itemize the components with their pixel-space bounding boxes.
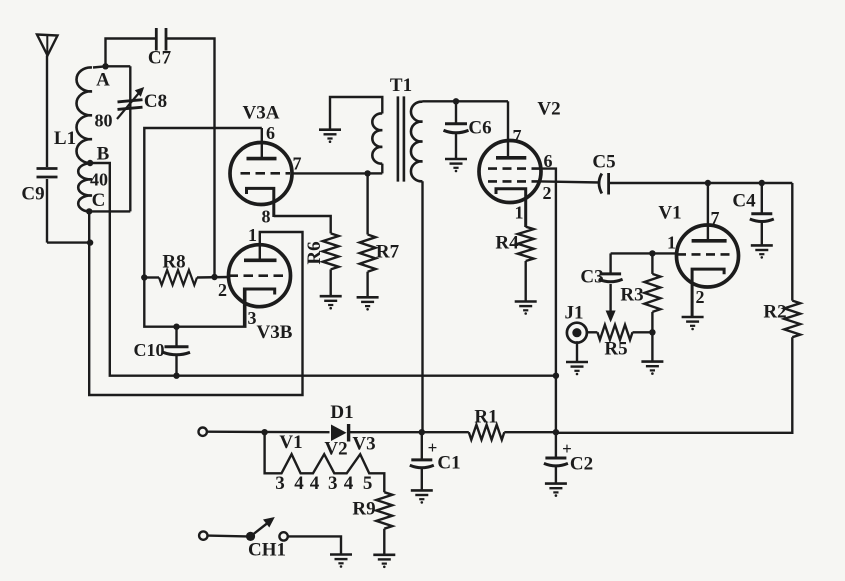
svg-text:V3A: V3A: [243, 103, 280, 124]
svg-text:3: 3: [328, 473, 338, 494]
svg-text:L1: L1: [54, 128, 76, 149]
svg-text:C6: C6: [468, 118, 491, 139]
svg-text:R5: R5: [604, 339, 627, 360]
svg-text:R9: R9: [352, 499, 375, 520]
svg-text:6: 6: [544, 151, 553, 171]
svg-text:2: 2: [218, 280, 227, 300]
svg-text:V2: V2: [324, 439, 347, 460]
svg-text:V3: V3: [352, 434, 375, 455]
svg-text:6: 6: [266, 123, 275, 143]
svg-text:+: +: [428, 438, 438, 457]
svg-text:4: 4: [294, 473, 304, 494]
svg-text:R4: R4: [495, 233, 519, 254]
svg-text:C3: C3: [580, 267, 603, 288]
svg-text:5: 5: [363, 473, 373, 494]
svg-text:A: A: [96, 70, 110, 91]
svg-text:B: B: [97, 144, 110, 165]
svg-text:2: 2: [543, 183, 552, 203]
svg-text:R1: R1: [474, 407, 497, 428]
svg-text:V3B: V3B: [257, 322, 293, 343]
svg-text:R7: R7: [376, 242, 400, 263]
svg-text:3: 3: [248, 308, 257, 328]
svg-text:R8: R8: [162, 252, 185, 273]
svg-text:7: 7: [711, 208, 720, 228]
svg-text:R6: R6: [304, 241, 325, 264]
svg-text:C: C: [92, 190, 106, 211]
svg-text:3: 3: [275, 473, 285, 494]
svg-text:C2: C2: [570, 454, 593, 475]
svg-text:J1: J1: [565, 303, 584, 324]
svg-text:2: 2: [696, 287, 705, 307]
svg-text:C8: C8: [144, 91, 167, 112]
svg-text:40: 40: [90, 170, 108, 190]
svg-text:V1: V1: [658, 203, 681, 224]
svg-text:4: 4: [310, 473, 320, 494]
svg-text:CH1: CH1: [248, 540, 286, 561]
svg-text:D1: D1: [330, 402, 353, 423]
svg-text:1: 1: [667, 233, 676, 253]
svg-text:7: 7: [513, 126, 522, 146]
svg-text:C5: C5: [592, 152, 615, 173]
svg-text:R2: R2: [763, 302, 786, 323]
svg-text:1: 1: [248, 225, 257, 245]
svg-text:C10: C10: [134, 340, 165, 360]
svg-text:T1: T1: [390, 75, 412, 96]
svg-text:7: 7: [293, 154, 302, 174]
svg-text:+: +: [562, 439, 572, 458]
svg-text:4: 4: [344, 473, 354, 494]
svg-text:R3: R3: [620, 285, 643, 306]
svg-text:V2: V2: [537, 99, 560, 120]
svg-text:8: 8: [262, 207, 271, 227]
svg-text:1: 1: [515, 203, 524, 223]
svg-text:C1: C1: [437, 453, 460, 474]
svg-text:C7: C7: [148, 48, 172, 69]
svg-text:C9: C9: [21, 184, 44, 205]
svg-text:C4: C4: [732, 191, 756, 212]
svg-text:V1: V1: [279, 432, 302, 453]
svg-text:80: 80: [95, 110, 113, 130]
